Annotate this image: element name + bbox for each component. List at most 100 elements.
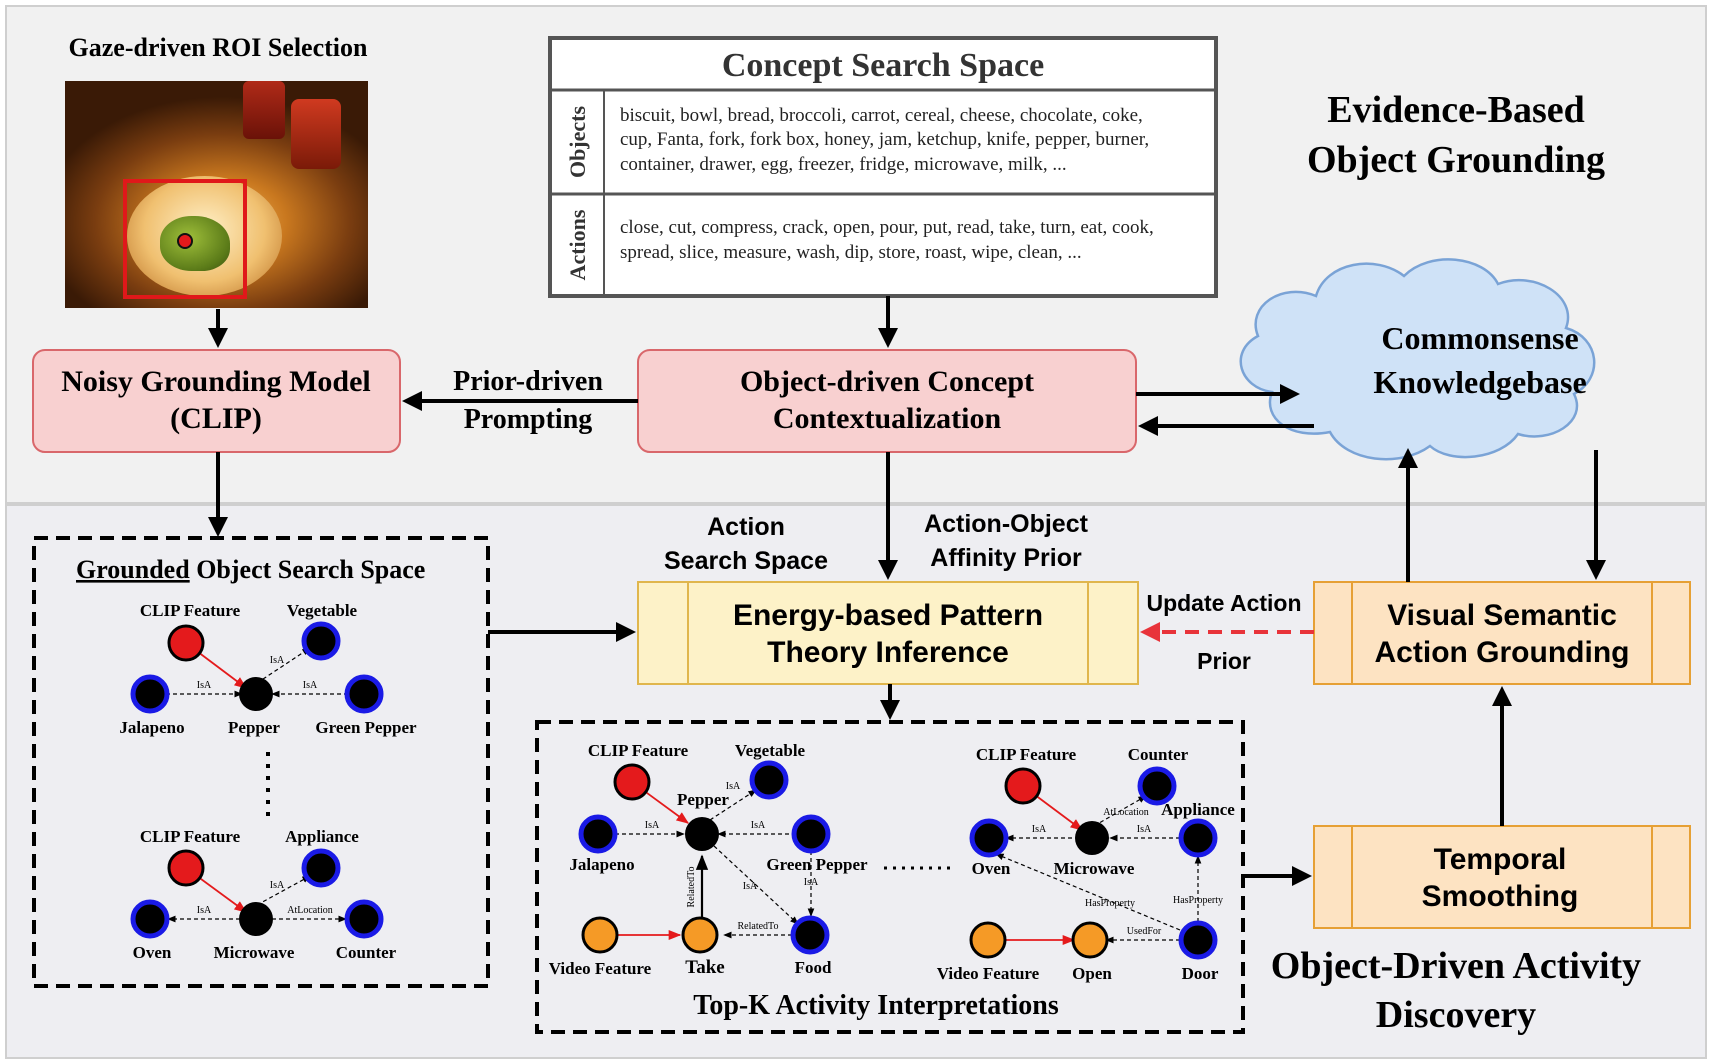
- label-pepper: Pepper: [677, 790, 729, 809]
- node-clip-feature: [167, 849, 205, 887]
- node-pepper: [239, 677, 273, 711]
- node-clip-feature: [167, 624, 205, 662]
- noisy-grounding-line2: (CLIP): [170, 402, 262, 435]
- actions-line-1: close, cut, compress, crack, open, pour,…: [620, 217, 1154, 238]
- label-vegetable: Vegetable: [287, 601, 358, 620]
- node-microwave: [239, 902, 273, 936]
- label-door: Door: [1182, 964, 1219, 983]
- node-vegetable: [749, 760, 789, 800]
- rel-isa: IsA: [270, 880, 285, 891]
- energy-inference-line2: Theory Inference: [767, 636, 1009, 669]
- rel-isa: IsA: [804, 877, 819, 888]
- action-search-line2: Search Space: [664, 547, 828, 575]
- node-green-pepper: [344, 674, 384, 714]
- commonsense-kb-line2: Knowledgebase: [1373, 364, 1586, 400]
- objects-line-2: cup, Fanta, fork, fork box, honey, jam, …: [620, 129, 1149, 150]
- node-clip-feature: [613, 763, 651, 801]
- label-green-pepper: Green Pepper: [315, 718, 417, 737]
- node-jalapeno: [130, 674, 170, 714]
- rel-isa: IsA: [743, 881, 758, 892]
- objects-line-1: biscuit, bowl, bread, broccoli, carrot, …: [620, 105, 1143, 126]
- temporal-smoothing-box: Temporal Smoothing: [1313, 825, 1691, 929]
- prior-prompting-line1: Prior-driven: [453, 366, 603, 397]
- label-oven: Oven: [133, 943, 172, 962]
- label-pepper: Pepper: [228, 718, 280, 737]
- node-vegetable: [301, 621, 341, 661]
- rel-relatedto: RelatedTo: [738, 921, 779, 932]
- rel-isa: IsA: [197, 905, 212, 916]
- rel-isa: IsA: [197, 680, 212, 691]
- concept-search-space: Concept Search Space Objects Actions bis…: [548, 36, 1218, 298]
- noisy-grounding-box: Noisy Grounding Model (CLIP): [32, 349, 401, 453]
- concept-context-line1: Object-driven Concept: [740, 365, 1034, 398]
- label-appliance: Appliance: [285, 827, 359, 846]
- commonsense-kb-cloud: Commonsense Knowledgebase: [1239, 258, 1596, 461]
- label-vegetable: Vegetable: [735, 741, 806, 760]
- concept-context-box: Object-driven Concept Contextualization: [637, 349, 1137, 453]
- energy-inference-line1: Energy-based Pattern: [733, 599, 1043, 632]
- energy-inference-box: Energy-based Pattern Theory Inference: [637, 581, 1139, 685]
- node-counter: [344, 899, 384, 939]
- prior-prompting-line2: Prompting: [464, 404, 593, 435]
- grounded-space-title-underlined: Grounded: [76, 555, 190, 584]
- rel-hasproperty: HasProperty: [1085, 898, 1135, 909]
- gaze-roi-photo: [65, 81, 368, 308]
- node-open: [1071, 921, 1109, 959]
- node-microwave: [1075, 821, 1109, 855]
- grounded-graph-pepper: IsA IsA IsA CLIP Feature Vegetable Jalap…: [119, 601, 417, 737]
- node-counter: [1137, 766, 1177, 806]
- roi-box: [123, 179, 247, 299]
- topk-graph-open: AtLocation IsA IsA HasProperty HasProper…: [937, 745, 1236, 983]
- temporal-smoothing-line1: Temporal: [1434, 843, 1567, 876]
- label-microwave: Microwave: [1054, 859, 1135, 878]
- label-video-feature: Video Feature: [937, 964, 1040, 983]
- node-oven: [130, 899, 170, 939]
- actions-row-label: Actions: [565, 209, 590, 280]
- gaze-roi-title: Gaze-driven ROI Selection: [69, 33, 368, 62]
- gaze-point: [177, 233, 193, 249]
- label-clip-feature: CLIP Feature: [140, 601, 241, 620]
- rel-isa: IsA: [270, 655, 285, 666]
- label-jalapeno: Jalapeno: [569, 855, 634, 874]
- node-take: [681, 916, 719, 954]
- grounded-graph-microwave: IsA IsA AtLocation CLIP Feature Applianc…: [130, 827, 397, 962]
- node-green-pepper: [791, 814, 831, 854]
- label-clip-feature: CLIP Feature: [976, 745, 1077, 764]
- action-search-line1: Action: [707, 513, 785, 541]
- label-counter: Counter: [1128, 745, 1189, 764]
- visual-semantic-box: Visual Semantic Action Grounding: [1313, 581, 1691, 685]
- rel-hasproperty: HasProperty: [1173, 895, 1223, 906]
- rel-relatedto: RelatedTo: [686, 867, 697, 908]
- evidence-title-line1: Evidence-Based: [1327, 89, 1585, 131]
- visual-semantic-line2: Action Grounding: [1375, 636, 1630, 669]
- grounded-space-title-rest: Object Search Space: [190, 555, 426, 584]
- rel-isa: IsA: [645, 820, 660, 831]
- label-jalapeno: Jalapeno: [119, 718, 184, 737]
- actions-line-2: spread, slice, measure, wash, dip, store…: [620, 242, 1082, 263]
- rel-isa: IsA: [1137, 824, 1152, 835]
- grounded-space-frame: [32, 536, 490, 988]
- label-video-feature: Video Feature: [549, 959, 652, 978]
- label-oven: Oven: [972, 859, 1011, 878]
- update-action-label: Update Action: [1146, 590, 1301, 616]
- objects-row-label: Objects: [565, 106, 590, 179]
- grounded-space-title: Grounded Object Search Space: [76, 555, 425, 584]
- objects-line-3: container, drawer, egg, freezer, fridge,…: [620, 154, 1067, 175]
- node-jalapeno: [578, 814, 618, 854]
- concept-search-title: Concept Search Space: [722, 47, 1044, 84]
- visual-semantic-line1: Visual Semantic: [1387, 599, 1617, 632]
- activity-title-line2: Discovery: [1376, 994, 1536, 1036]
- affinity-prior-line1: Action-Object: [924, 510, 1089, 538]
- concept-context-line2: Contextualization: [773, 402, 1002, 435]
- activity-title-line1: Object-Driven Activity: [1271, 945, 1641, 987]
- label-clip-feature: CLIP Feature: [140, 827, 241, 846]
- label-appliance: Appliance: [1161, 800, 1235, 819]
- node-video-feature: [581, 916, 619, 954]
- node-pepper: [685, 817, 719, 851]
- rel-isa: IsA: [303, 680, 318, 691]
- prior-label: Prior: [1197, 648, 1251, 674]
- label-food: Food: [795, 958, 832, 977]
- spice-jar-image: [291, 99, 341, 169]
- rel-isa: IsA: [751, 820, 766, 831]
